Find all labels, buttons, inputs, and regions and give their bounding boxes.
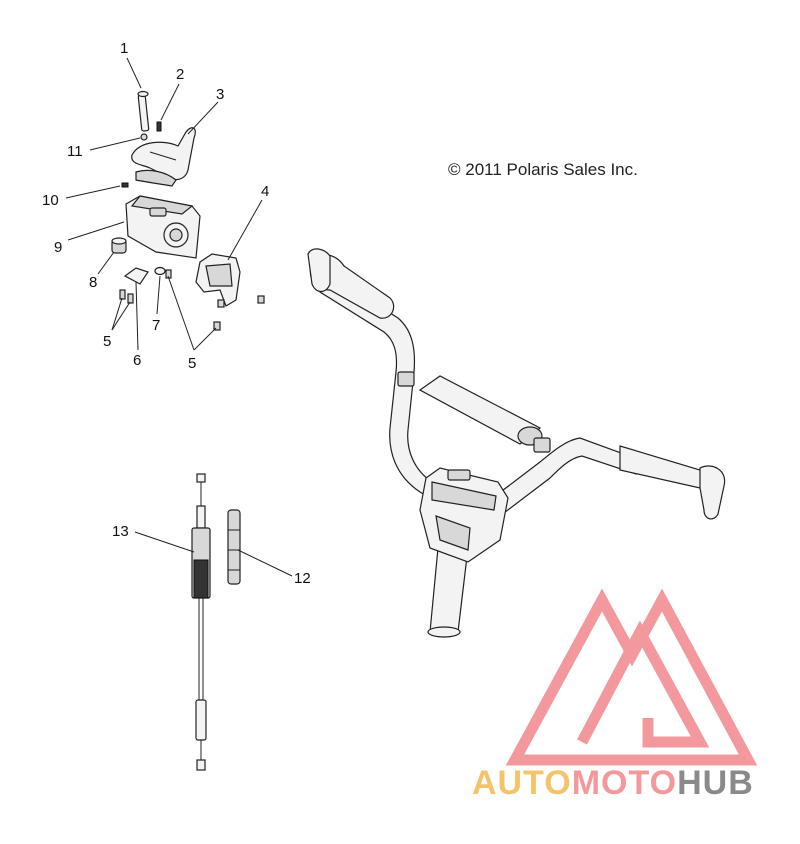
callout-4: 4 (261, 183, 269, 200)
part-8-grommet (111, 237, 127, 254)
part-13-cable (191, 473, 211, 771)
callout-11: 11 (67, 143, 83, 160)
part-10-clip (121, 182, 129, 188)
logo-word-moto: MOTO (572, 764, 677, 802)
callout-6: 6 (133, 352, 141, 369)
crossbar-pad (397, 371, 551, 453)
callout-13: 13 (112, 523, 129, 540)
part-3-lever (131, 127, 196, 187)
part-1-pin (137, 90, 150, 132)
steering-post (429, 547, 469, 633)
callout-9: 9 (54, 239, 62, 256)
part-9-housing (125, 195, 201, 259)
part-2-screw (156, 121, 162, 132)
handlebar-right-tube (489, 437, 641, 517)
callout-5-left: 5 (103, 333, 111, 350)
callout-numbers: 1 2 3 11 10 4 9 8 5 6 7 5 13 12 (42, 40, 311, 587)
handlebar-clamp (419, 467, 509, 563)
part-5-screws (119, 269, 265, 331)
part-11-nut (140, 133, 148, 141)
part-4-cover (195, 253, 241, 307)
exploded-parts (111, 90, 265, 331)
part-6-plate (123, 267, 149, 285)
callout-10: 10 (42, 192, 59, 209)
right-grip-end (699, 465, 726, 520)
callout-2: 2 (176, 66, 184, 83)
handlebar-assembly (307, 248, 726, 638)
leader-lines (65, 57, 293, 577)
right-grip (619, 445, 707, 489)
part-12-sleeve (227, 509, 241, 585)
svg-text:AUTOMOTOHUB: AUTOMOTOHUB (472, 764, 754, 802)
logo-word-hub: HUB (677, 764, 754, 802)
callout-7: 7 (152, 317, 160, 334)
callout-3: 3 (216, 86, 224, 103)
callout-5-right: 5 (188, 355, 196, 372)
logo-word-auto: AUTO (472, 764, 572, 802)
callout-1: 1 (120, 40, 128, 57)
part-7-washer (154, 266, 166, 276)
logo-outer-triangle (505, 588, 758, 766)
callout-8: 8 (89, 274, 97, 291)
callout-12: 12 (294, 570, 311, 587)
left-grip-end (307, 248, 331, 293)
copyright-text: © 2011 Polaris Sales Inc. (448, 160, 638, 179)
logo-inner-g (577, 620, 710, 748)
automotohub-logo: AUTOMOTOHUB (472, 588, 758, 802)
